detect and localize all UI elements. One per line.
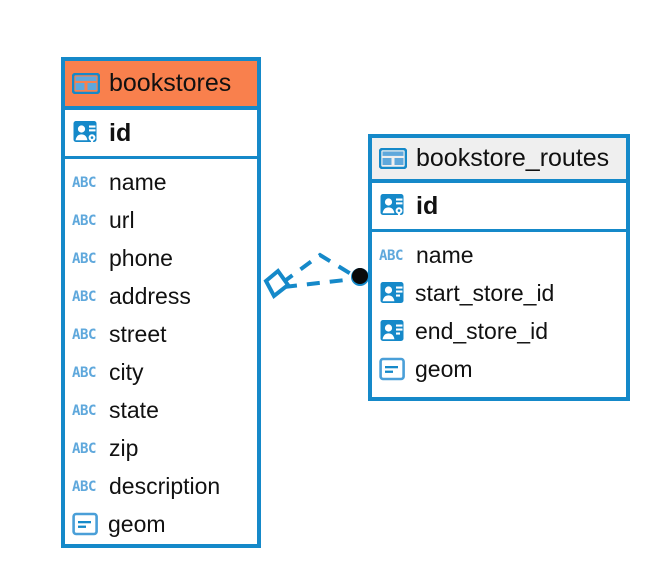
svg-text:ABC: ABC xyxy=(379,248,403,263)
field-label: state xyxy=(109,396,159,423)
field-row[interactable]: ABC url xyxy=(65,201,257,239)
abc-text-icon: ABC xyxy=(72,251,96,266)
svg-text:ABC: ABC xyxy=(72,479,96,494)
table-bookstore-routes-header[interactable]: bookstore_routes xyxy=(372,138,626,183)
field-row[interactable]: end_store_id xyxy=(372,312,626,350)
table-bookstores-field-list: ABC name ABC url ABC phone ABC xyxy=(65,159,257,547)
abc-text-icon: ABC xyxy=(72,403,96,418)
table-bookstores-header[interactable]: bookstores xyxy=(65,61,257,110)
table-bookstores-primary-key-row[interactable]: id xyxy=(65,110,257,159)
foreign-key-icon xyxy=(380,281,404,303)
table-icon xyxy=(379,148,407,169)
field-label: phone xyxy=(109,244,173,271)
primary-key-icon xyxy=(73,120,97,146)
field-row[interactable]: geom xyxy=(372,350,626,388)
diamond-endpoint-icon xyxy=(263,268,291,300)
circle-endpoint-icon xyxy=(352,268,368,284)
field-row[interactable]: ABC zip xyxy=(65,429,257,467)
field-label: url xyxy=(109,206,135,233)
field-row[interactable]: ABC name xyxy=(372,236,626,274)
table-icon xyxy=(72,73,100,94)
relationship-line-lower xyxy=(283,277,355,289)
table-bookstore-routes[interactable]: bookstore_routes id ABC name xyxy=(368,134,630,401)
field-row[interactable]: ABC phone xyxy=(65,239,257,277)
field-row[interactable]: geom xyxy=(65,505,257,543)
svg-text:ABC: ABC xyxy=(72,213,96,228)
svg-text:ABC: ABC xyxy=(72,175,96,190)
abc-text-icon: ABC xyxy=(72,289,96,304)
svg-text:ABC: ABC xyxy=(72,365,96,380)
field-row[interactable]: ABC description xyxy=(65,467,257,505)
field-label: geom xyxy=(415,355,473,382)
circle-endpoint-ring xyxy=(351,268,369,286)
abc-text-icon: ABC xyxy=(72,365,96,380)
table-bookstores[interactable]: bookstores id ABC name xyxy=(61,57,261,548)
field-row[interactable]: ABC name xyxy=(65,163,257,201)
table-bookstore-routes-primary-key-label: id xyxy=(416,191,439,220)
field-label: geom xyxy=(108,510,166,537)
svg-text:ABC: ABC xyxy=(72,403,96,418)
field-label: address xyxy=(109,282,191,309)
table-bookstore-routes-field-list: ABC name start_store_id xyxy=(372,232,626,392)
field-label: name xyxy=(109,168,167,195)
geometry-icon xyxy=(72,512,98,536)
table-bookstores-primary-key-label: id xyxy=(109,118,132,147)
abc-text-icon: ABC xyxy=(72,479,96,494)
field-row[interactable]: ABC city xyxy=(65,353,257,391)
field-label: start_store_id xyxy=(415,279,555,306)
abc-text-icon: ABC xyxy=(72,213,96,228)
relationship-line-upper xyxy=(280,252,358,285)
geometry-icon xyxy=(379,357,405,381)
field-label: zip xyxy=(109,434,139,461)
table-bookstore-routes-primary-key-row[interactable]: id xyxy=(372,183,626,232)
abc-text-icon: ABC xyxy=(72,441,96,456)
field-label: city xyxy=(109,358,144,385)
table-bookstore-routes-title: bookstore_routes xyxy=(416,144,610,172)
field-row[interactable]: ABC address xyxy=(65,277,257,315)
foreign-key-icon xyxy=(380,319,404,341)
field-label: end_store_id xyxy=(415,317,548,344)
field-row[interactable]: ABC state xyxy=(65,391,257,429)
abc-text-icon: ABC xyxy=(72,327,96,342)
field-label: name xyxy=(416,241,474,268)
svg-text:ABC: ABC xyxy=(72,327,96,342)
svg-text:ABC: ABC xyxy=(72,289,96,304)
svg-text:ABC: ABC xyxy=(72,441,96,456)
abc-text-icon: ABC xyxy=(379,248,403,263)
abc-text-icon: ABC xyxy=(72,175,96,190)
svg-text:ABC: ABC xyxy=(72,251,96,266)
field-row[interactable]: start_store_id xyxy=(372,274,626,312)
table-bookstores-title: bookstores xyxy=(109,69,232,97)
primary-key-icon xyxy=(380,193,404,219)
field-row[interactable]: ABC street xyxy=(65,315,257,353)
field-label: description xyxy=(109,472,221,499)
field-label: street xyxy=(109,320,167,347)
